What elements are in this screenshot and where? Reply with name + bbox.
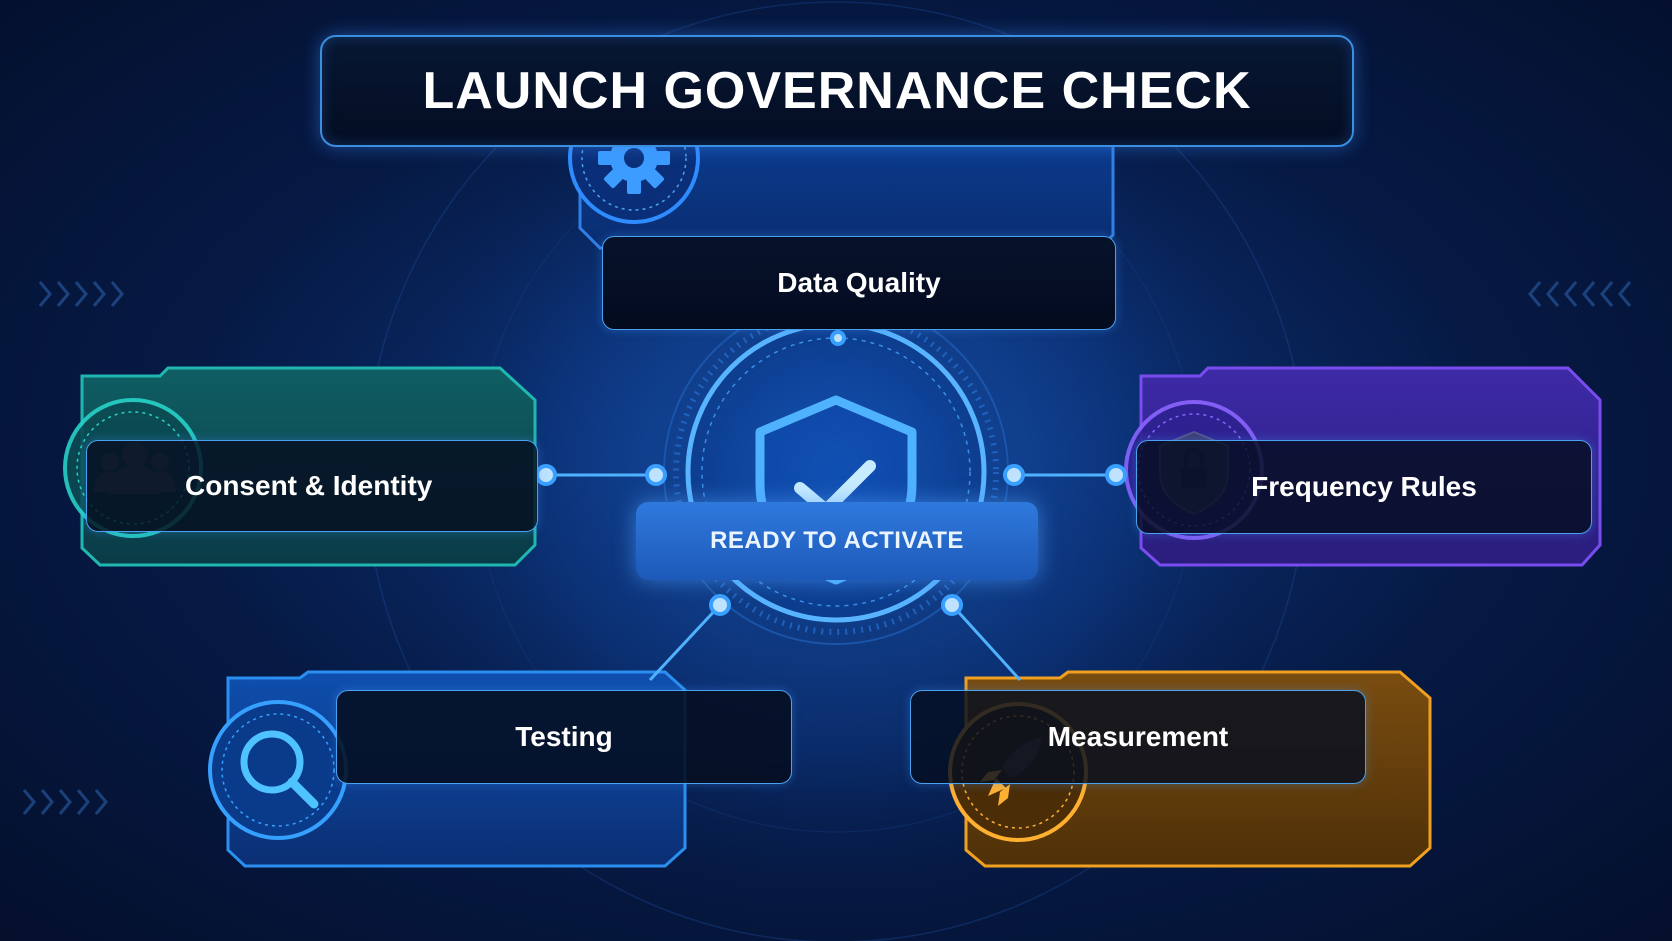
- label-measurement: Measurement: [910, 690, 1366, 784]
- node-label: Consent & Identity: [185, 470, 433, 501]
- label-frequency-rules: Frequency Rules: [1136, 440, 1592, 534]
- status-badge: READY TO ACTIVATE: [636, 502, 1038, 580]
- title-banner: LAUNCH GOVERNANCE CHECK: [320, 35, 1354, 147]
- label-consent-identity: Consent & Identity: [86, 440, 538, 532]
- node-label: Data Quality: [777, 267, 941, 298]
- connector-measurement: [950, 603, 1022, 682]
- status-text: READY TO ACTIVATE: [710, 527, 964, 554]
- connector-testing: [648, 603, 722, 682]
- node-label: Frequency Rules: [1251, 471, 1477, 502]
- chevron-decoration-right: [1528, 281, 1632, 307]
- search-icon: [240, 730, 319, 809]
- label-data-quality: Data Quality: [602, 236, 1116, 330]
- node-label: Measurement: [1047, 721, 1229, 752]
- label-testing: Testing: [336, 690, 792, 784]
- page-title: LAUNCH GOVERNANCE CHECK: [422, 62, 1252, 120]
- node-label: Testing: [515, 721, 613, 752]
- chevron-decoration-left: [22, 281, 124, 815]
